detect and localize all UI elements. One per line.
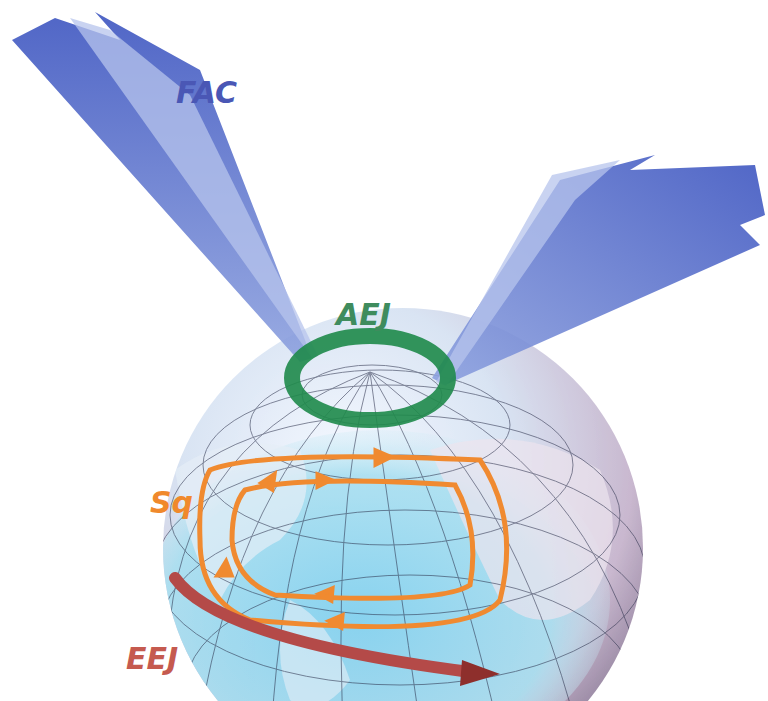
current-label: FAC: [176, 78, 237, 108]
sq-loops: [200, 451, 507, 627]
eej-arrow: [175, 578, 470, 672]
current-label: AEJ: [336, 300, 391, 330]
eej-arrowhead: [460, 660, 500, 686]
fac-ribbon: [70, 18, 318, 358]
current-label: Sq: [150, 488, 193, 518]
fac-ribbon: [436, 160, 620, 386]
current-label: EEJ: [126, 644, 178, 674]
fac-ribbon: [432, 155, 765, 385]
fac-ribbon: [12, 12, 312, 362]
aej-ring: [292, 336, 448, 420]
